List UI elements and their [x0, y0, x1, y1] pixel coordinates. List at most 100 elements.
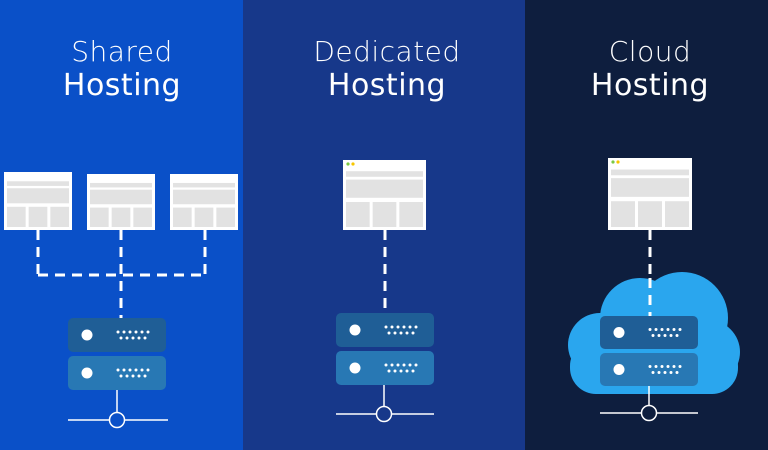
shared-site-2: [87, 174, 155, 230]
server-vent-dot: [660, 328, 664, 331]
window-content-block: [611, 178, 689, 197]
server-vent-dot: [146, 330, 150, 334]
window-column-block: [611, 201, 635, 227]
server-vent-dot: [119, 374, 123, 378]
server-vent-dot: [669, 334, 673, 337]
server-vent-dot: [393, 369, 397, 373]
window-column-block: [372, 202, 397, 227]
server-vent-dot: [411, 331, 415, 335]
server-vent-dot: [116, 330, 120, 334]
network-node-icon: [375, 405, 393, 423]
server-power-light: [81, 367, 93, 379]
server-vent-dot: [393, 331, 397, 335]
network-node-icon: [640, 404, 658, 422]
server-vent-dot: [654, 328, 658, 331]
server-vent-dot: [384, 325, 388, 329]
shared-site-3: [170, 174, 238, 230]
server-vent-dot: [414, 325, 418, 329]
server-vent-dot: [122, 330, 126, 334]
window-column-block: [638, 201, 662, 227]
server-vent-dot: [651, 334, 655, 337]
server-vent-dot: [663, 371, 667, 374]
server-vent-dot: [675, 334, 679, 337]
server-power-light: [349, 362, 361, 374]
window-column-block: [346, 202, 370, 227]
shared-title-line2: Hosting: [63, 68, 181, 103]
window-column-block: [28, 206, 48, 227]
shared-server-1: [68, 318, 166, 352]
server-vent-dot: [128, 330, 132, 334]
window-column-block: [133, 207, 152, 227]
server-vent-dot: [387, 369, 391, 373]
server-vent-dot: [131, 336, 135, 340]
window-column-block: [111, 207, 131, 227]
window-column-block: [216, 207, 235, 227]
cloud-server-2: [600, 353, 698, 386]
server-vent-dot: [678, 365, 682, 368]
server-vent-dot: [657, 334, 661, 337]
shared-server-2: [68, 356, 166, 390]
cloud-network-node: [600, 386, 698, 422]
cloud-title-line1: Cloud: [609, 35, 691, 68]
server-vent-dot: [134, 330, 138, 334]
server-vent-dot: [396, 363, 400, 367]
server-vent-dot: [399, 331, 403, 335]
server-icon: [68, 318, 166, 352]
server-icon: [600, 353, 698, 386]
server-vent-dot: [405, 331, 409, 335]
window-column-block: [194, 207, 214, 227]
network-nodes: [68, 385, 698, 429]
shared-network-node: [68, 390, 168, 429]
window-dot-yellow: [351, 162, 355, 166]
window-column-block: [90, 207, 109, 227]
window-column-block: [50, 206, 69, 227]
window-content-block: [90, 189, 152, 205]
window-column-block: [7, 206, 26, 227]
shared-site-1: [4, 172, 72, 230]
window-content-block: [346, 179, 423, 198]
server-vent-dot: [402, 325, 406, 329]
dedicated-network-node: [336, 385, 434, 423]
server-vent-dot: [396, 325, 400, 329]
server-vent-dot: [666, 328, 670, 331]
server-vent-dot: [143, 336, 147, 340]
server-vent-dot: [134, 368, 138, 372]
server-vent-dot: [405, 369, 409, 373]
server-vent-dot: [657, 371, 661, 374]
server-vent-dot: [675, 371, 679, 374]
server-vent-dot: [663, 334, 667, 337]
window-header-bar: [7, 181, 69, 186]
server-icon: [336, 313, 434, 347]
server-vent-dot: [119, 336, 123, 340]
server-vent-dot: [672, 365, 676, 368]
server-vent-dot: [128, 368, 132, 372]
server-vent-dot: [384, 363, 388, 367]
server-vent-dot: [137, 336, 141, 340]
window-column-block: [665, 201, 689, 227]
server-vent-dot: [651, 371, 655, 374]
window-header-bar: [173, 182, 235, 188]
server-vent-dot: [414, 363, 418, 367]
website-windows: [4, 158, 692, 230]
network-node-icon: [108, 411, 126, 429]
server-vent-dot: [125, 374, 129, 378]
server-stacks: [68, 313, 698, 390]
server-power-light: [613, 327, 625, 338]
dedicated-title-line1: Dedicated: [313, 35, 460, 68]
server-vent-dot: [669, 371, 673, 374]
server-vent-dot: [140, 330, 144, 334]
server-icon: [68, 356, 166, 390]
window-dot-green: [346, 162, 350, 166]
shared-title-line1: Shared: [71, 35, 173, 68]
server-vent-dot: [654, 365, 658, 368]
window-content-block: [173, 189, 235, 205]
server-power-light: [613, 364, 625, 375]
server-vent-dot: [399, 369, 403, 373]
server-vent-dot: [131, 374, 135, 378]
dedicated-server-2: [336, 351, 434, 385]
server-vent-dot: [140, 368, 144, 372]
server-vent-dot: [116, 368, 120, 372]
shared-connector-lines: [36, 230, 207, 318]
